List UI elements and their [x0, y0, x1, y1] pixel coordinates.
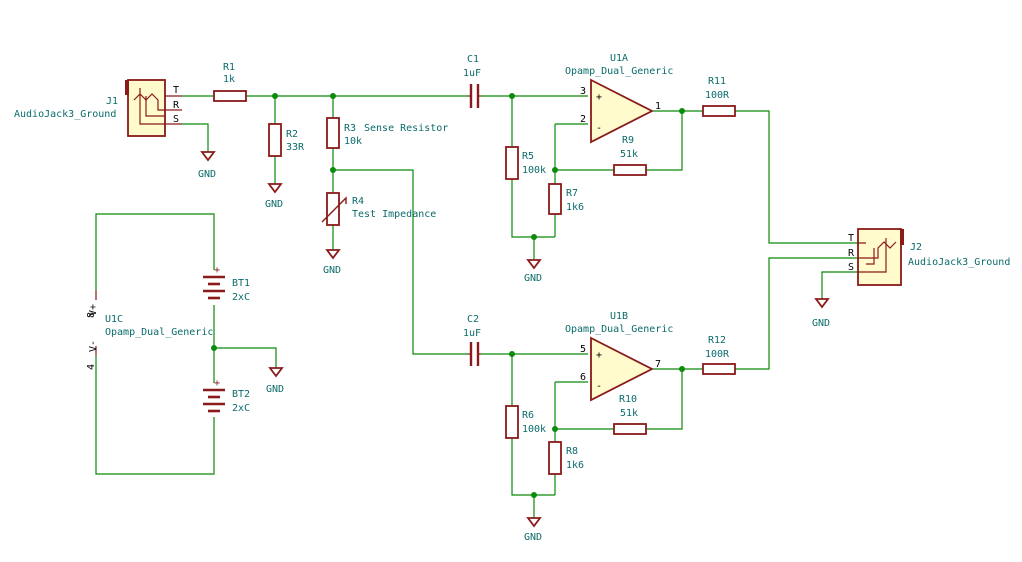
u1b-minus-sign: -	[596, 381, 602, 392]
u1c-pin-vp: 8	[86, 312, 97, 318]
resistor-r8: R8 1k6	[548, 441, 584, 475]
r1-value: 1k	[223, 74, 235, 85]
bt1-plus-sign: +	[214, 265, 220, 276]
jack-j1: T R S J1 AudioJack3_Ground	[14, 79, 182, 137]
resistor-r12: R12 100R	[702, 335, 736, 375]
r4-value: Test Impedance	[352, 209, 436, 220]
j2-pin-t: T	[848, 233, 854, 244]
opamp-u1b: + - 5 6 7 U1B Opamp_Dual_Generic	[565, 311, 673, 402]
capacitor-c1: C1 1uF	[463, 54, 481, 108]
r12-value: 100R	[705, 349, 730, 360]
j2-pin-r: R	[848, 248, 855, 259]
u1b-ref: U1B	[610, 311, 628, 322]
r11-ref: R11	[708, 76, 726, 87]
u1b-plus-sign: +	[596, 350, 602, 361]
resistor-r2: R2 33R	[268, 123, 305, 157]
junctions	[211, 93, 685, 498]
u1c-ref: U1C	[105, 314, 123, 325]
r1-ref: R1	[223, 62, 235, 73]
u1a-pin-minus: 2	[580, 114, 586, 125]
gnd-symbols: GND GND GND GND GND GND GND	[198, 151, 830, 543]
bt2-plus-sign: +	[214, 378, 220, 389]
u1a-pin-plus: 3	[580, 86, 586, 97]
opamp-u1c: 8 4 V+ V- U1C Opamp_Dual_Generic	[86, 290, 213, 370]
bt1-ref: BT1	[232, 278, 250, 289]
r5-value: 100k	[522, 165, 546, 176]
j2-ref: J2	[910, 242, 922, 253]
r7-value: 1k6	[566, 202, 584, 213]
c1-ref: C1	[467, 54, 479, 65]
u1a-ref: U1A	[610, 53, 628, 64]
u1c-label-vm: V-	[88, 340, 99, 352]
r3-ref: R3	[344, 123, 356, 134]
r6-ref: R6	[522, 410, 534, 421]
resistor-r9: R9 51k	[613, 135, 647, 176]
r10-value: 51k	[620, 408, 638, 419]
gnd-label-r2: GND	[265, 199, 283, 210]
r9-ref: R9	[622, 135, 634, 146]
j1-ref: J1	[106, 96, 118, 107]
bt2-value: 2xC	[232, 403, 250, 414]
c2-value: 1uF	[463, 328, 481, 339]
u1a-pin-out: 1	[655, 101, 661, 112]
gnd-label-u1a: GND	[524, 273, 542, 284]
resistor-r5: R5 100k	[505, 146, 546, 180]
r4-ref: R4	[352, 196, 364, 207]
u1a-plus-sign: +	[596, 92, 602, 103]
resistor-r1: R1 1k	[213, 62, 247, 102]
r3-note: Sense Resistor	[364, 123, 448, 134]
r2-value: 33R	[286, 142, 305, 153]
u1c-pin-vm: 4	[86, 364, 97, 370]
r5-ref: R5	[522, 151, 534, 162]
r8-ref: R8	[566, 446, 578, 457]
j1-pin-r: R	[173, 100, 180, 111]
resistor-r10: R10 51k	[613, 394, 647, 435]
bt2-ref: BT2	[232, 389, 250, 400]
c1-value: 1uF	[463, 68, 481, 79]
u1c-label-vp: V+	[88, 304, 99, 316]
gnd-label-u1b: GND	[524, 532, 542, 543]
u1a-minus-sign: -	[596, 123, 602, 134]
jack-j2: T R S J2 AudioJack3_Ground	[848, 228, 1010, 286]
resistor-r3: R3 Sense Resistor 10k	[326, 117, 448, 149]
c2-ref: C2	[467, 314, 479, 325]
u1b-pin-out: 7	[655, 359, 661, 370]
battery-bt1: + BT1 2xC	[203, 265, 250, 303]
j1-pin-s: S	[173, 114, 179, 125]
capacitor-c2: C2 1uF	[463, 314, 481, 366]
u1a-value: Opamp_Dual_Generic	[565, 66, 673, 77]
r2-ref: R2	[286, 129, 298, 140]
j2-pin-s: S	[848, 262, 854, 273]
gnd-label-j1: GND	[198, 169, 216, 180]
j1-pin-t: T	[173, 85, 179, 96]
r3-value: 10k	[344, 136, 362, 147]
j2-value: AudioJack3_Ground	[908, 257, 1010, 268]
u1b-pin-minus: 6	[580, 372, 586, 383]
u1c-value: Opamp_Dual_Generic	[105, 327, 213, 338]
resistor-r4: R4 Test Impedance	[321, 192, 436, 226]
bt1-value: 2xC	[232, 292, 250, 303]
resistor-r7: R7 1k6	[548, 183, 584, 215]
r11-value: 100R	[705, 90, 730, 101]
j1-value: AudioJack3_Ground	[14, 109, 116, 120]
resistor-r11: R11 100R	[702, 76, 736, 117]
gnd-label-r4: GND	[323, 265, 341, 276]
r12-ref: R12	[708, 335, 726, 346]
r6-value: 100k	[522, 424, 546, 435]
r8-value: 1k6	[566, 460, 584, 471]
u1b-pin-plus: 5	[580, 344, 586, 355]
u1b-value: Opamp_Dual_Generic	[565, 324, 673, 335]
resistor-r6: R6 100k	[505, 405, 546, 439]
gnd-label-j2: GND	[812, 318, 830, 329]
r10-ref: R10	[619, 394, 637, 405]
r7-ref: R7	[566, 188, 578, 199]
gnd-label-power: GND	[266, 384, 284, 395]
r9-value: 51k	[620, 149, 638, 160]
opamp-u1a: + - 3 2 1 U1A Opamp_Dual_Generic	[565, 53, 673, 144]
wires	[95, 95, 858, 518]
battery-bt2: + BT2 2xC	[203, 378, 250, 414]
